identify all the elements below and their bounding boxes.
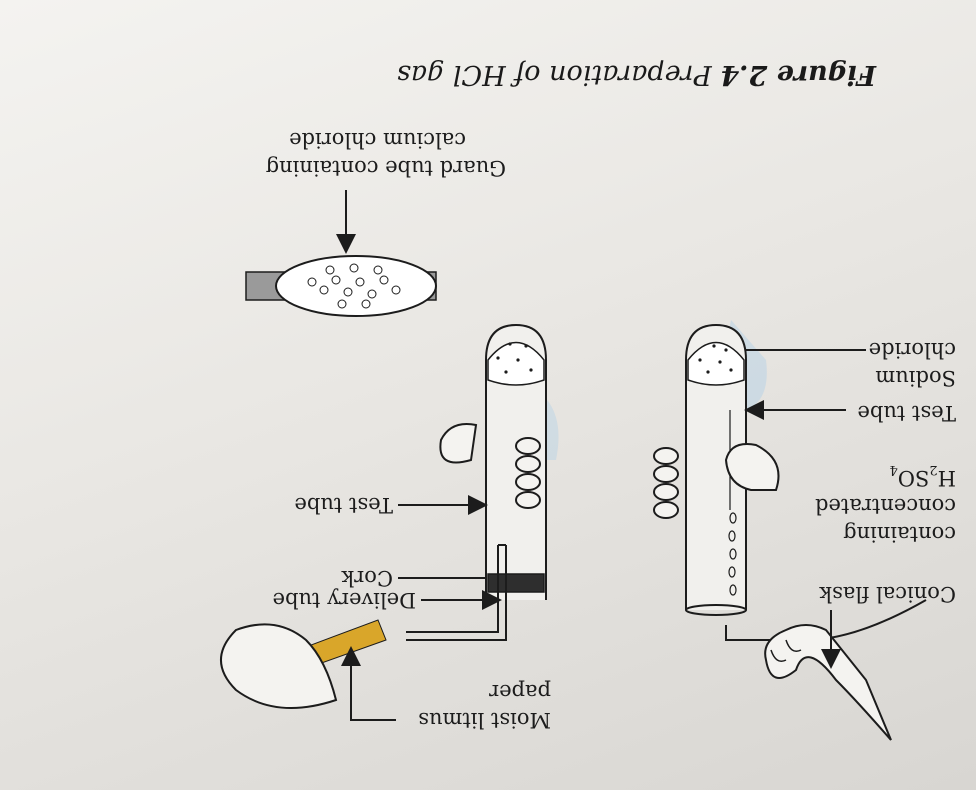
cork [487, 573, 545, 593]
label-paper: paper [489, 680, 551, 704]
guard-tube-bulb [275, 255, 437, 317]
left-test-tube [685, 323, 747, 610]
label-delivery-tube: Delivery tube [272, 588, 416, 612]
figure-number: Figure 2.4 [720, 59, 876, 90]
label-guard-tube-line1: Guard tube containing [265, 156, 506, 180]
label-guard-tube-line2: calcium chloride [289, 128, 466, 152]
label-conical-flask: Conical flask [819, 582, 956, 606]
label-concentrated: concentrated [815, 494, 956, 518]
figure-caption: Figure 2.4 Preparation of HCl gas [397, 58, 876, 90]
label-moist-litmus: Moist litmus [418, 708, 551, 732]
label-leader-lines [336, 190, 866, 721]
hand-gripping-left-tube-icon [653, 443, 780, 519]
delivery-tube [406, 545, 507, 641]
hand-holding-flask-icon [764, 624, 892, 741]
label-test-tube-left: Test tube [294, 493, 393, 517]
label-sodium: Sodium [875, 366, 956, 390]
hand-gripping-right-tube-icon [439, 423, 541, 509]
label-cork: Cork [341, 566, 393, 590]
figure-title: Preparation of HCl gas [397, 59, 712, 90]
label-test-tube-right: Test tube [857, 401, 956, 425]
right-test-tube-assembly [220, 323, 559, 709]
sodium-chloride-heap [687, 341, 745, 386]
moist-litmus-paper [310, 619, 387, 666]
leader-moist-litmus [341, 646, 396, 721]
hand-holding-litmus-icon [220, 623, 338, 709]
label-containing: containing [843, 522, 956, 546]
left-test-tube-assembly [653, 320, 927, 741]
label-h2so4: H2SO4 [889, 462, 957, 490]
guard-tube-assembly [245, 255, 437, 317]
label-chloride: chloride [868, 338, 956, 362]
